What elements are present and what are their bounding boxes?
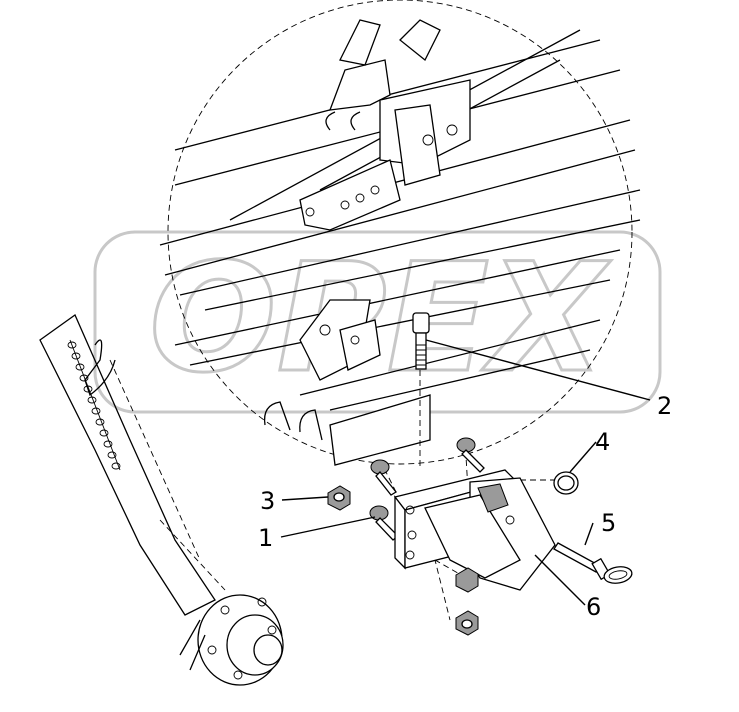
wheel-hub xyxy=(179,594,284,686)
callout-4: 4 xyxy=(595,428,610,456)
leader-lines xyxy=(280,339,651,606)
frame-beams xyxy=(159,19,641,466)
watermark-text: OPEX xyxy=(149,232,611,406)
callout-1: 1 xyxy=(258,524,273,552)
callout-5: 5 xyxy=(601,509,616,537)
opex-watermark: OPEX xyxy=(93,230,662,414)
part-nut-3 xyxy=(327,485,351,511)
part-bolt-short-1 xyxy=(456,437,485,473)
callout-6: 6 xyxy=(586,593,601,621)
callout-3: 3 xyxy=(260,487,275,515)
part-nut-lower-1 xyxy=(455,567,479,593)
part-bolt-long xyxy=(412,312,430,370)
part-pin-5 xyxy=(553,542,633,584)
part-ring-4 xyxy=(553,471,579,495)
callout-2: 2 xyxy=(657,392,672,420)
detail-circle xyxy=(167,0,633,465)
part-bolt-1 xyxy=(369,505,399,541)
spring-arm xyxy=(39,314,216,616)
part-nut-lower-2 xyxy=(455,610,479,636)
part-cover-6 xyxy=(424,477,556,591)
part-bolt-short-2 xyxy=(370,459,397,496)
